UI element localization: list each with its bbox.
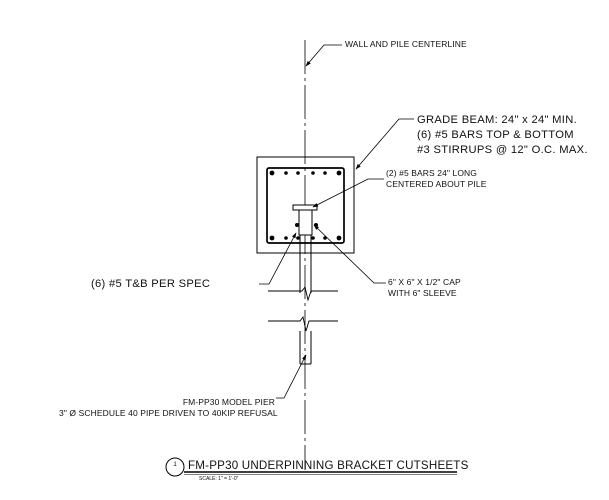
bars-note-line: CENTERED ABOUT PILE <box>386 179 487 189</box>
cap-note-line: 6" X 6" X 1/2" CAP <box>388 277 461 287</box>
drawing-scale: SCALE: 1" = 1'-0" <box>199 476 239 482</box>
grade-beam-note-line: #3 STIRRUPS @ 12" O.C. MAX. <box>417 144 588 156</box>
pile-cap-plate <box>292 204 318 211</box>
grade-beam-note-line: GRADE BEAM: 24" x 24" MIN. <box>417 114 577 126</box>
cap-note-line: WITH 6" SLEEVE <box>388 288 457 298</box>
leader-lines <box>259 44 414 399</box>
drawing-title: FM-PP30 UNDERPINNING BRACKET CUTSHEETS <box>188 459 469 472</box>
pier-note-line: FM-PP30 MODEL PIER <box>182 397 275 407</box>
centerline-label: WALL AND PILE CENTERLINE <box>345 39 467 49</box>
bottom-rebar <box>269 235 342 241</box>
pier-note: FM-PP30 MODEL PIER 3" Ø SCHEDULE 40 PIPE… <box>59 397 278 419</box>
pipe-pile <box>299 235 312 365</box>
tb-bars-note: (6) #5 T&B PER SPEC <box>91 278 211 290</box>
grade-beam-outline <box>256 156 355 254</box>
title-block <box>165 457 457 477</box>
bars-note: (2) #5 BARS 24" LONG CENTERED ABOUT PILE <box>386 168 486 190</box>
detail-number: 1 <box>173 461 177 468</box>
grade-beam-note-line: (6) #5 BARS TOP & BOTTOM <box>417 129 574 141</box>
grade-beam-note: GRADE BEAM: 24" x 24" MIN. (6) #5 BARS T… <box>417 113 588 158</box>
bars-note-line: (2) #5 BARS 24" LONG <box>386 168 477 178</box>
stirrup <box>266 167 345 244</box>
top-rebar <box>269 170 342 176</box>
pile-sleeve <box>298 209 313 236</box>
cap-note: 6" X 6" X 1/2" CAP WITH 6" SLEEVE <box>388 277 461 299</box>
break-lines <box>268 285 338 332</box>
pier-note-line: 3" Ø SCHEDULE 40 PIPE DRIVEN TO 40KIP RE… <box>59 408 278 418</box>
